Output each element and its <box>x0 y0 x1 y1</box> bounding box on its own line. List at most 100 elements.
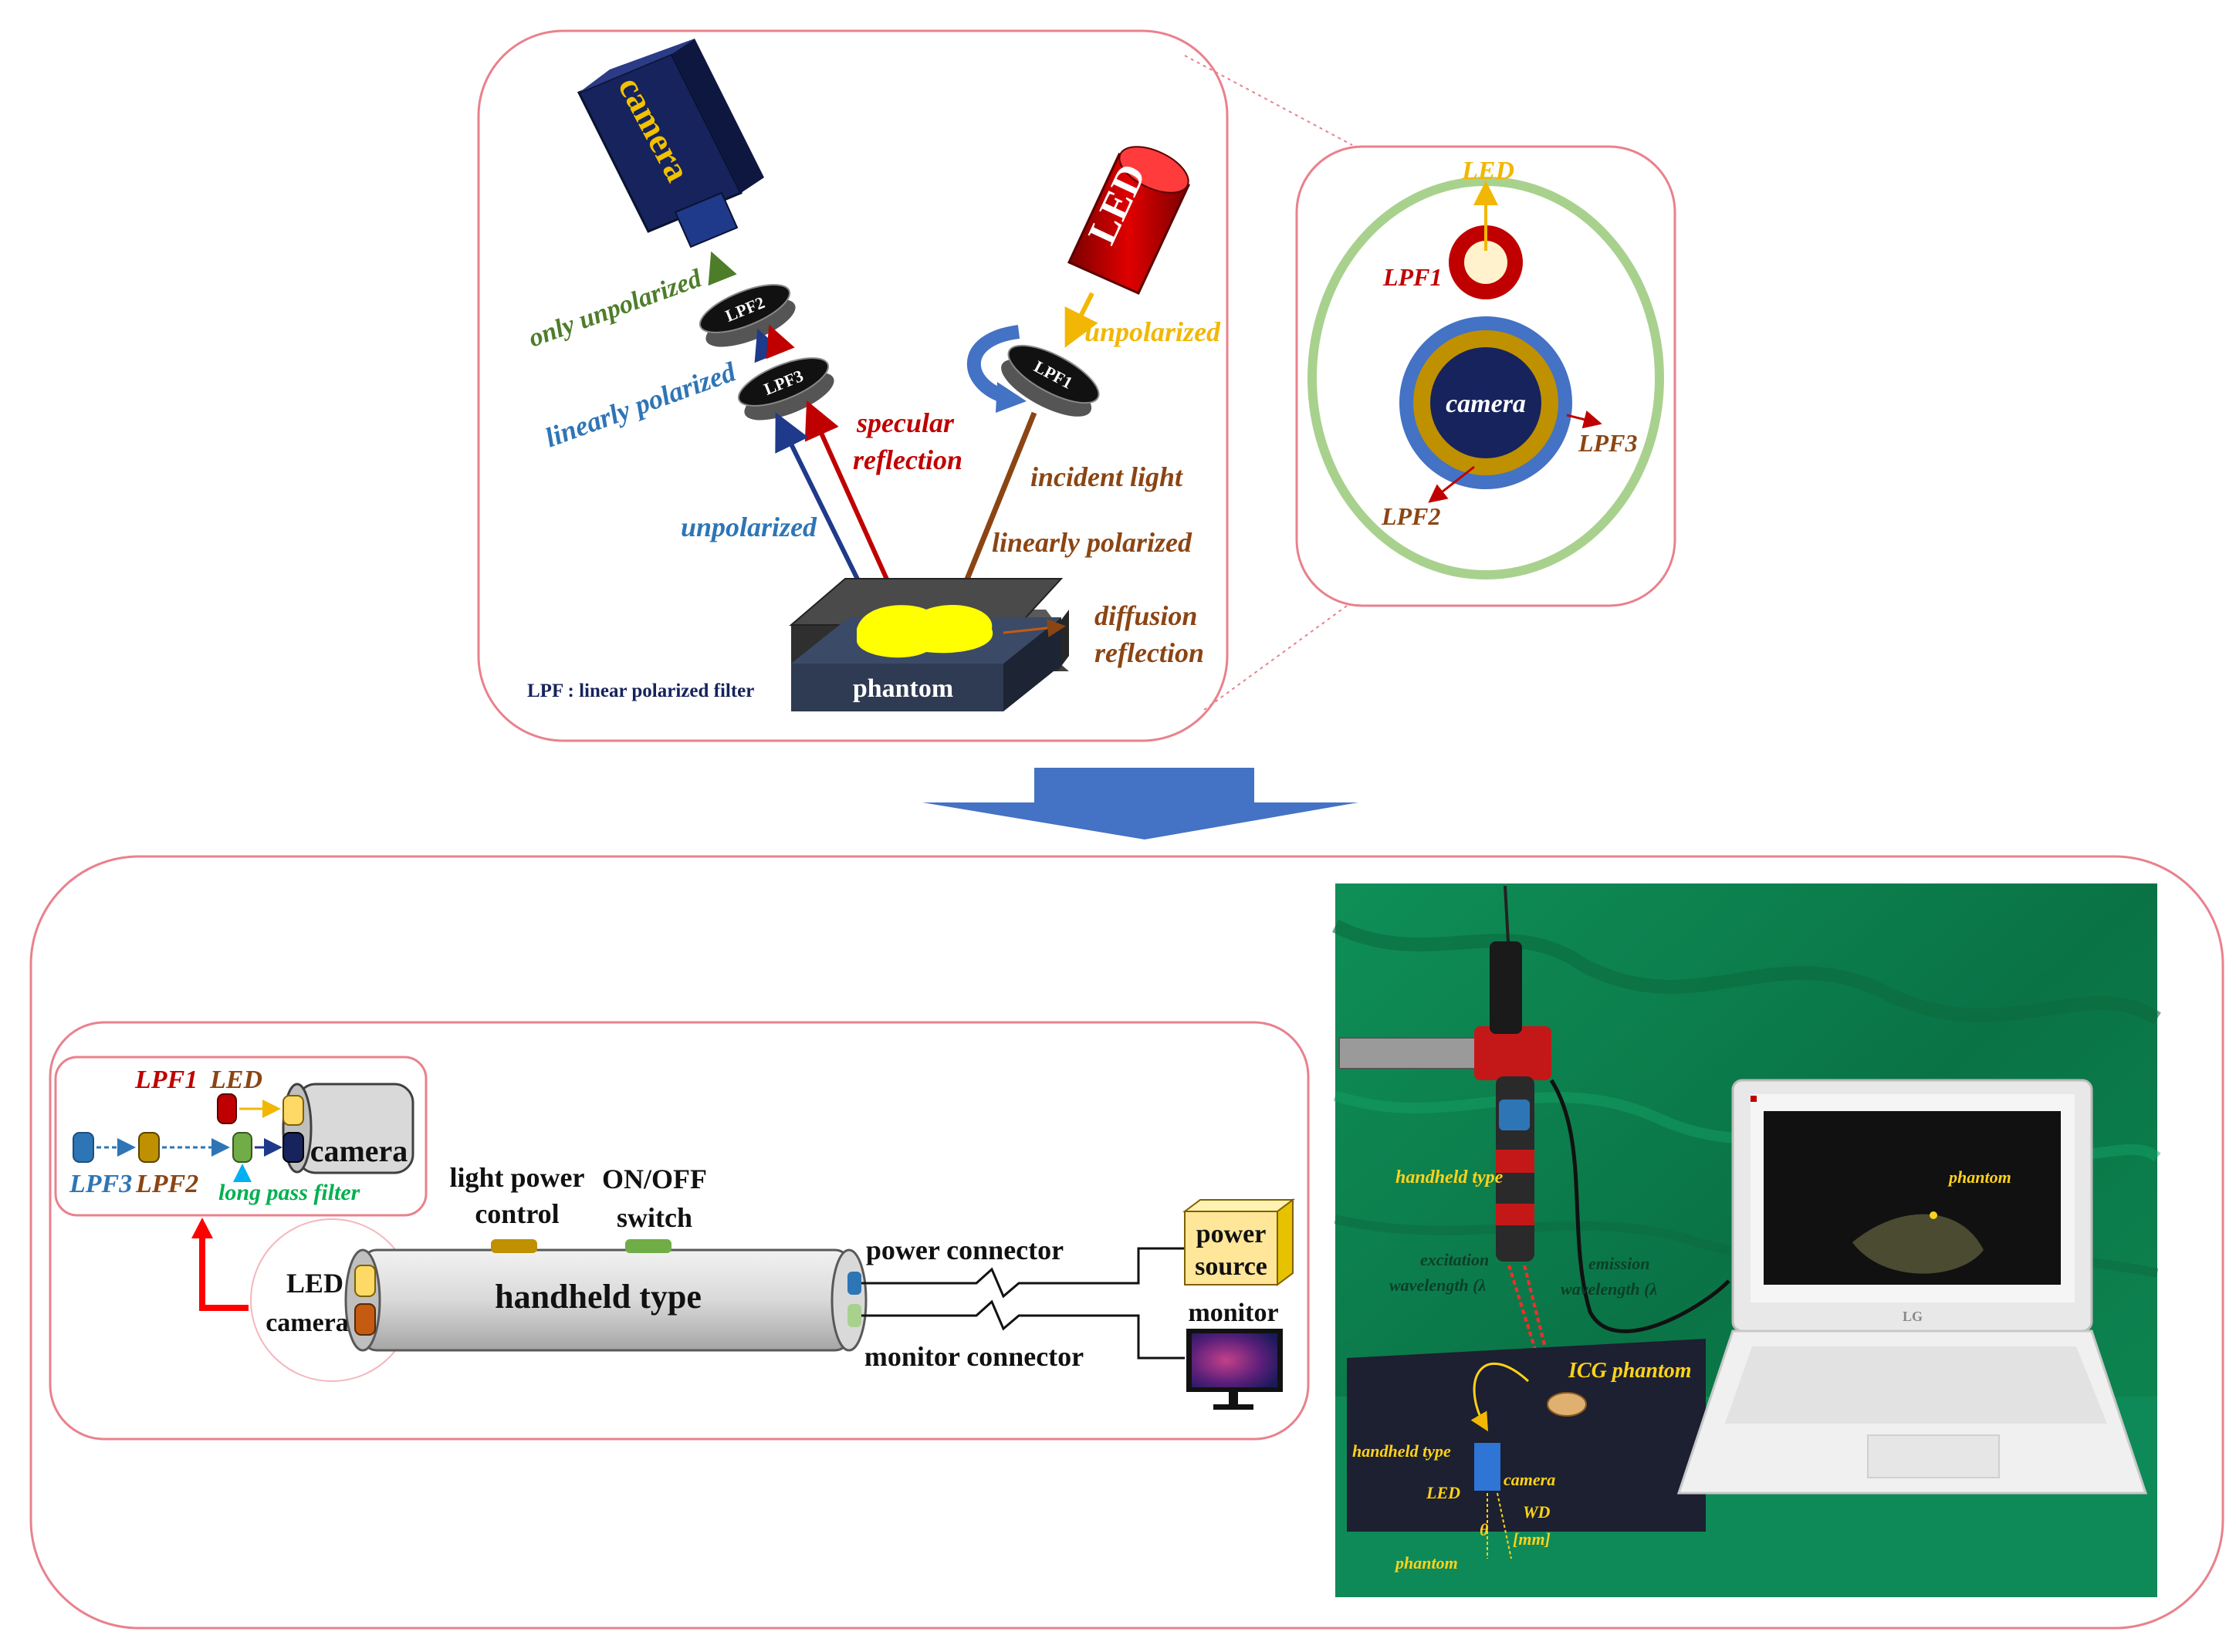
monitor-device: monitor <box>1186 1299 1283 1410</box>
rotation-arrow-icon <box>966 325 1020 404</box>
lpf-note: LPF : linear polarized filter <box>527 681 754 701</box>
inset-lpf1-label: LPF1 <box>134 1066 198 1094</box>
handheld-cable <box>1549 1079 1730 1333</box>
unpolarized-led-ray <box>1064 292 1098 348</box>
diffusion-reflection-label-1: diffusion <box>1094 600 1197 631</box>
excitation-label-2: wavelength (λ <box>1389 1275 1486 1295</box>
power-port-icon <box>847 1272 861 1295</box>
inset-lpf1-icon <box>217 1093 237 1124</box>
inset-lpf2-icon <box>138 1132 160 1163</box>
front-camera-label: camera <box>1446 390 1526 418</box>
phantom-label: phantom <box>853 674 953 703</box>
monitor-screen <box>1192 1333 1277 1387</box>
lpf-red-small-arrow <box>766 324 795 360</box>
icg-phantom-disk <box>1547 1392 1587 1417</box>
power-connector-label: power connector <box>866 1235 1064 1265</box>
emission-label-1: emission <box>1588 1254 1649 1273</box>
handheld-camera-icon <box>354 1303 376 1336</box>
lpf3-filter: LPF3 <box>737 357 834 421</box>
polarization-panel: camera LED LPF2 LPF3 LPF1 <box>477 29 1229 742</box>
unpolarized-reflected-label: unpolarized <box>681 512 817 542</box>
theta-line <box>1497 1492 1512 1559</box>
power-source-label-2: source <box>1195 1252 1267 1281</box>
inset-handheld-icon <box>1474 1443 1500 1491</box>
zoom-connector-bottom <box>1203 601 1353 711</box>
monitor-port-icon <box>847 1304 861 1327</box>
photo-camera-small-label: camera <box>1504 1470 1555 1489</box>
inset-camera-label: camera <box>310 1133 408 1168</box>
inset-long-pass-filter-icon <box>232 1132 252 1163</box>
phantom-glow <box>857 605 993 658</box>
photo-handheld-type-small-label: handheld type <box>1352 1441 1451 1461</box>
onoff-switch-icon[interactable] <box>625 1239 671 1253</box>
monitor-cable <box>861 1299 1185 1360</box>
handheld-led-icon <box>354 1265 376 1297</box>
specular-reflection-label-1: specular <box>856 407 955 438</box>
monitor-label: monitor <box>1188 1299 1278 1327</box>
laptop-trackpad <box>1867 1434 2000 1478</box>
photo-phantom-small-label: phantom <box>1394 1553 1458 1573</box>
theta-label: θ <box>1480 1520 1489 1539</box>
front-lpf2-label: LPF2 <box>1381 502 1440 530</box>
diffusion-reflection-label-2: reflection <box>1094 637 1204 668</box>
inset-link-arrowhead-icon <box>191 1218 213 1238</box>
linearly-polarized-incident-label: linearly polarized <box>992 527 1192 558</box>
light-power-knob-icon[interactable] <box>491 1239 537 1253</box>
incident-light-label: incident light <box>1030 461 1183 492</box>
front-led-label: LED <box>1461 157 1514 185</box>
light-power-label-2: control <box>475 1198 559 1229</box>
phantom-slab: phantom <box>789 578 1069 711</box>
breadboard <box>1347 1339 1706 1532</box>
emission-label-2: wavelength (λ <box>1561 1279 1657 1299</box>
unpolarized-led-label: unpolarized <box>1084 316 1221 347</box>
front-lpf1-label: LPF1 <box>1382 263 1442 291</box>
only-unpolarized-arrow <box>708 251 737 286</box>
handheld-camera-label: camera <box>266 1309 349 1337</box>
inset-led-icon <box>282 1095 304 1126</box>
led-illustration: LED <box>1067 146 1191 295</box>
light-power-label-1: light power <box>450 1162 585 1193</box>
power-source-label-1: power <box>1196 1220 1267 1248</box>
laptop-phantom-label: phantom <box>1947 1167 2011 1187</box>
filter-stack-inset: camera LPF1 LED LPF3 LPF2 long pass filt… <box>54 1056 428 1217</box>
inset-lpf2-label: LPF2 <box>135 1170 198 1198</box>
power-source-box: power source <box>1182 1198 1295 1286</box>
rotation-arrowhead-icon <box>996 382 1027 413</box>
process-down-arrow-icon <box>922 768 1358 840</box>
lpf1-filter: LPF1 <box>1001 344 1100 417</box>
icg-phantom-label: ICG phantom <box>1568 1359 1692 1383</box>
inset-camera-lens-icon <box>282 1132 304 1163</box>
handheld-led-label: LED <box>286 1268 343 1299</box>
front-lpf3-label: LPF3 <box>1578 429 1637 457</box>
lpf3-pointer <box>1566 410 1602 429</box>
monitor-connector-label: monitor connector <box>864 1341 1084 1372</box>
power-cable <box>861 1247 1185 1299</box>
inset-led-label: LED <box>209 1066 262 1094</box>
laptop-brand: LG <box>1903 1309 1923 1324</box>
lpf2-filter: LPF2 <box>699 284 796 347</box>
inset-lpf3-icon <box>73 1132 94 1163</box>
icg-pointer <box>1470 1362 1530 1432</box>
photo-handheld-type-label: handheld type <box>1395 1167 1504 1187</box>
led-core <box>1464 241 1507 284</box>
lpf2-pointer <box>1428 465 1475 503</box>
inset-lpf3-label: LPF3 <box>69 1170 132 1198</box>
wd-unit-label: [mm] <box>1513 1529 1551 1549</box>
stand-rod <box>1338 1037 1487 1069</box>
stand-clamp <box>1474 1026 1551 1080</box>
excitation-label-1: excitation <box>1420 1250 1489 1269</box>
laptop: LG <box>1676 1079 2148 1495</box>
wd-label: WD <box>1523 1502 1551 1522</box>
onoff-label-2: switch <box>617 1202 692 1233</box>
diffusion-arrow <box>1003 618 1066 637</box>
onoff-label-1: ON/OFF <box>602 1164 707 1194</box>
experiment-photo: LG handheld type excitation wavelength (… <box>1331 883 2161 1597</box>
photo-led-small-label: LED <box>1426 1483 1460 1502</box>
inset-long-pass-filter-label: long pass filter <box>218 1180 360 1205</box>
camera-core <box>1430 347 1541 458</box>
handheld-label: handheld type <box>495 1278 702 1316</box>
front-view-panel: camera LED LPF1 LPF3 LPF2 <box>1295 145 1676 607</box>
specular-reflection-label-2: reflection <box>853 444 962 475</box>
handheld-device: handheld type LED camera light power con… <box>266 1162 868 1352</box>
